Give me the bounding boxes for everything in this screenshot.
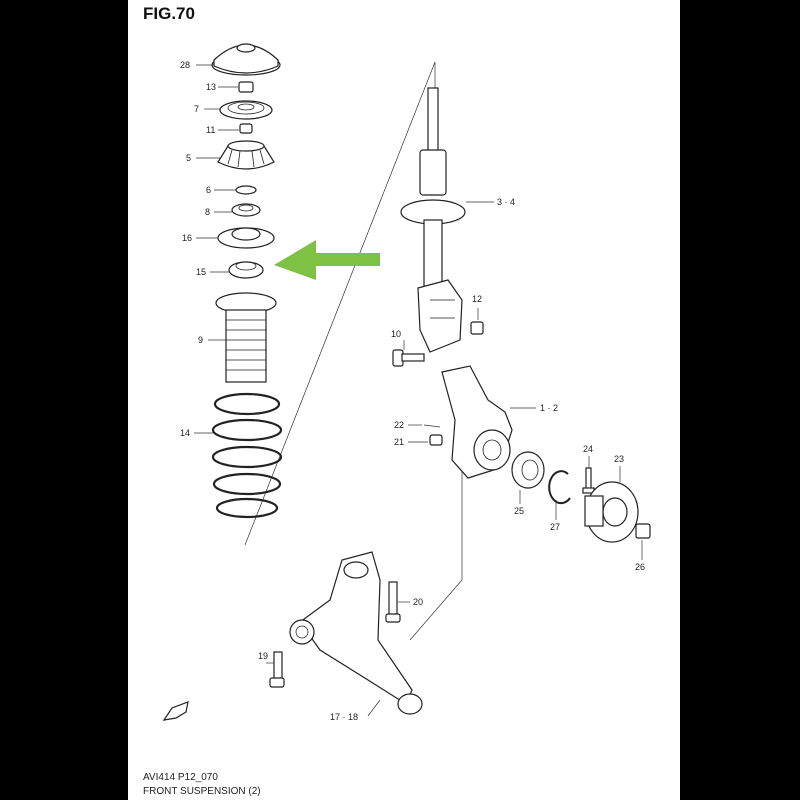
callout-11: 11 <box>206 125 215 135</box>
part-8-bearing <box>231 203 261 217</box>
part-12-nut <box>470 321 484 335</box>
callout-1-2: 1 · 2 <box>540 403 558 413</box>
part-7-bearing-plate <box>219 100 273 120</box>
part-25-wheel-bearing <box>511 451 545 489</box>
part-5-strut-mount <box>217 140 275 170</box>
part-11-nut <box>239 123 253 134</box>
callout-13: 13 <box>206 82 216 92</box>
part-3-4-strut <box>400 87 466 353</box>
part-13-nut <box>238 81 254 93</box>
part-22-clip <box>423 424 441 428</box>
callout-20: 20 <box>413 597 423 607</box>
callout-22: 22 <box>394 420 404 430</box>
callout-23: 23 <box>614 454 624 464</box>
part-28-strut-cap <box>211 43 281 76</box>
figure-title: FIG.70 <box>143 4 195 23</box>
callout-21: 21 <box>394 437 404 447</box>
callout-24: 24 <box>583 444 593 454</box>
callout-12: 12 <box>472 294 482 304</box>
callout-7: 7 <box>194 104 199 114</box>
callout-17-18: 17 · 18 <box>330 712 358 722</box>
part-14-coil-spring <box>211 392 283 519</box>
diagram-caption: FRONT SUSPENSION (2) <box>143 786 261 797</box>
callout-15: 15 <box>196 267 206 277</box>
callout-28: 28 <box>180 60 190 70</box>
callout-14: 14 <box>180 428 190 438</box>
part-27-circlip <box>548 470 571 505</box>
part-23-wheel-hub <box>584 481 639 543</box>
callout-10: 10 <box>391 329 401 339</box>
callout-19: 19 <box>258 651 268 661</box>
callout-25: 25 <box>514 506 524 516</box>
part-20-bolt <box>385 581 401 623</box>
leader-lines <box>194 64 643 717</box>
callout-3-4: 3 · 4 <box>497 197 515 207</box>
diagram-code: AVI414 P12_070 <box>143 772 218 783</box>
callout-27: 27 <box>550 522 560 532</box>
part-9-dust-boot <box>215 292 277 383</box>
part-21-nut <box>429 434 443 446</box>
diagram-sheet <box>128 0 680 800</box>
part-16-spring-seat <box>217 227 275 249</box>
highlight-arrow-icon <box>274 240 380 280</box>
part-17-18-lower-control-arm <box>289 551 423 715</box>
callout-9: 9 <box>198 335 203 345</box>
group-boundary-line-lower <box>409 440 463 641</box>
part-6-washer <box>235 185 257 195</box>
callout-26: 26 <box>635 562 645 572</box>
part-10-bolt <box>392 349 425 367</box>
part-15-bump-stopper <box>228 261 264 279</box>
callout-8: 8 <box>205 207 210 217</box>
callout-5: 5 <box>186 153 191 163</box>
part-1-2-steering-knuckle <box>441 365 513 479</box>
part-24-hub-bolt <box>582 467 595 494</box>
front-direction-arrow-icon <box>162 701 189 721</box>
part-19-bolt <box>269 651 285 688</box>
part-26-hub-nut <box>635 523 651 539</box>
callout-6: 6 <box>206 185 211 195</box>
callout-16: 16 <box>182 233 192 243</box>
